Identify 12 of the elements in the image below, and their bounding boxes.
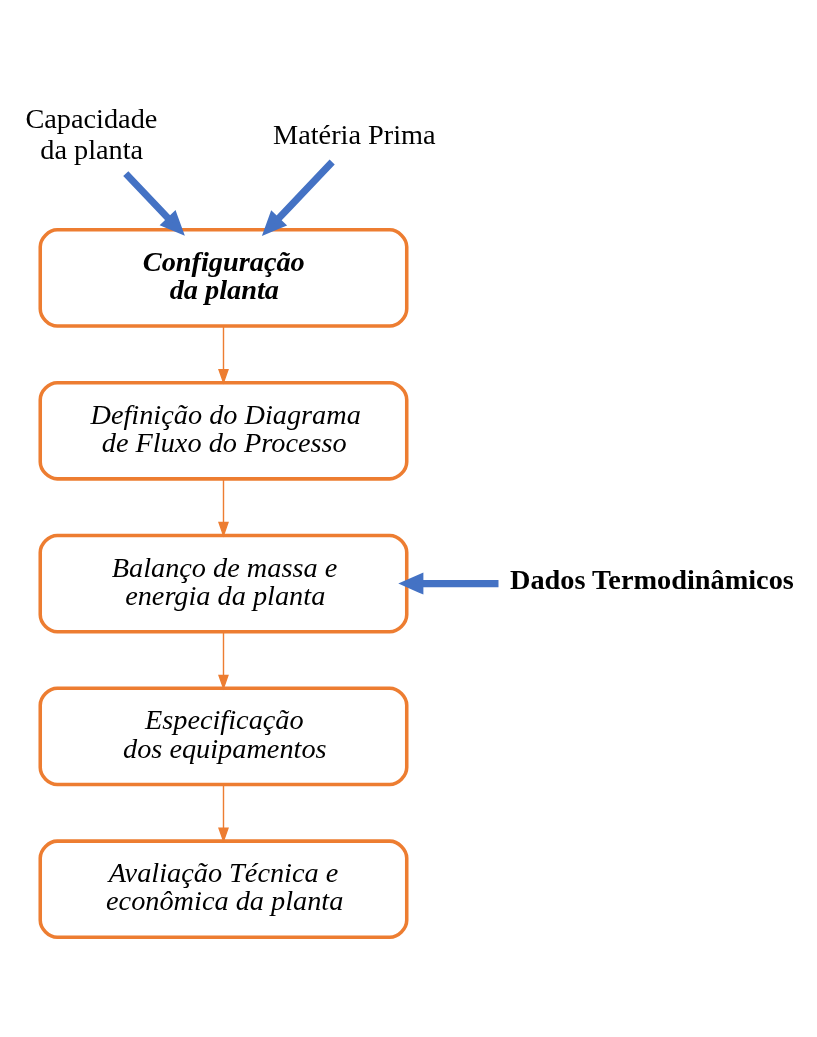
node-box: Definição do Diagrama de Fluxo do Processo [38,380,409,481]
node-box: Configuração da planta [38,228,409,328]
node-box: Especificação dos equipamentos [38,686,409,787]
node-box: Balanço de massa e energia da planta [38,533,409,634]
arrow [218,325,229,385]
arrow [261,159,335,237]
node-text: Matéria Prima [273,118,436,150]
arrow [123,171,185,236]
node-text: Capacidade da planta [25,102,158,166]
node-box: Avaliação Técnica e econômica da planta [38,839,409,940]
node-text: Dados Termodinâmicos [510,564,794,596]
arrow [218,478,229,538]
